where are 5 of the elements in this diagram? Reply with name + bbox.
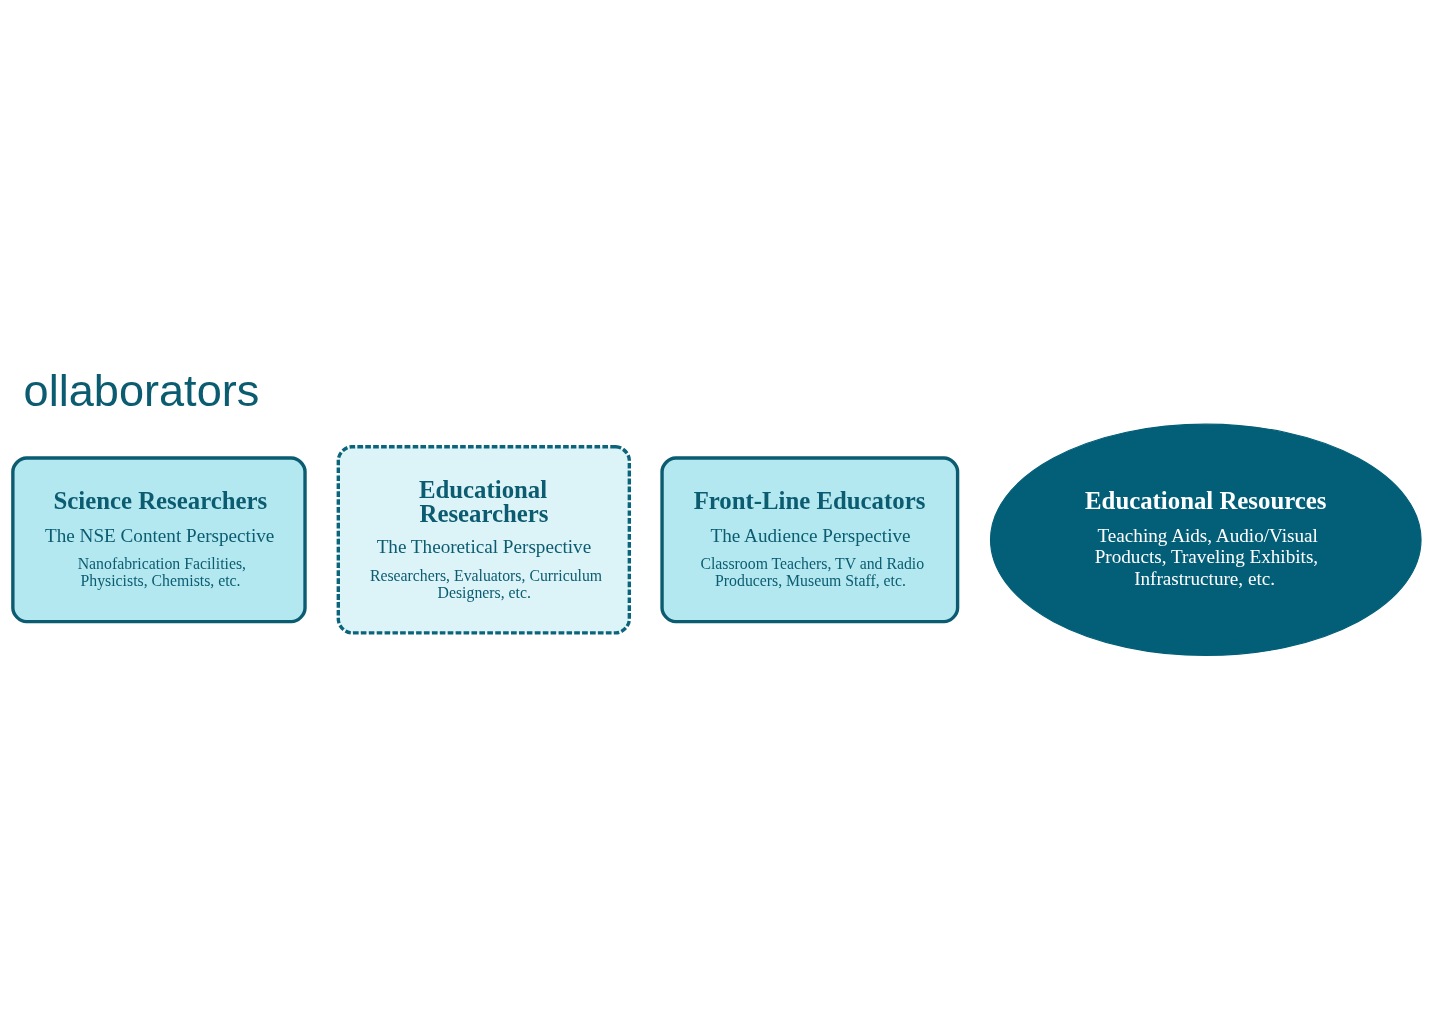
- node-ellipse: Educational Resources Teaching Aids, Audio/Visual Products, Traveling Exhibits, Infrastructure, etc.: [989, 423, 1422, 657]
- diagram-title: ollaborators: [23, 365, 260, 417]
- node-box: Science Researchers The NSE Content Perspective Nanofabrication Facilities, Physicists, Chemists, etc.: [11, 456, 307, 624]
- node-box: Front-Line Educators The Audience Perspective Classroom Teachers, TV and Radio Producers, Museum Staff, etc.: [660, 456, 960, 624]
- node-box: Educational Researchers The Theoretical Perspective Researchers, Evaluators, Curriculum Designers, etc.: [336, 445, 632, 635]
